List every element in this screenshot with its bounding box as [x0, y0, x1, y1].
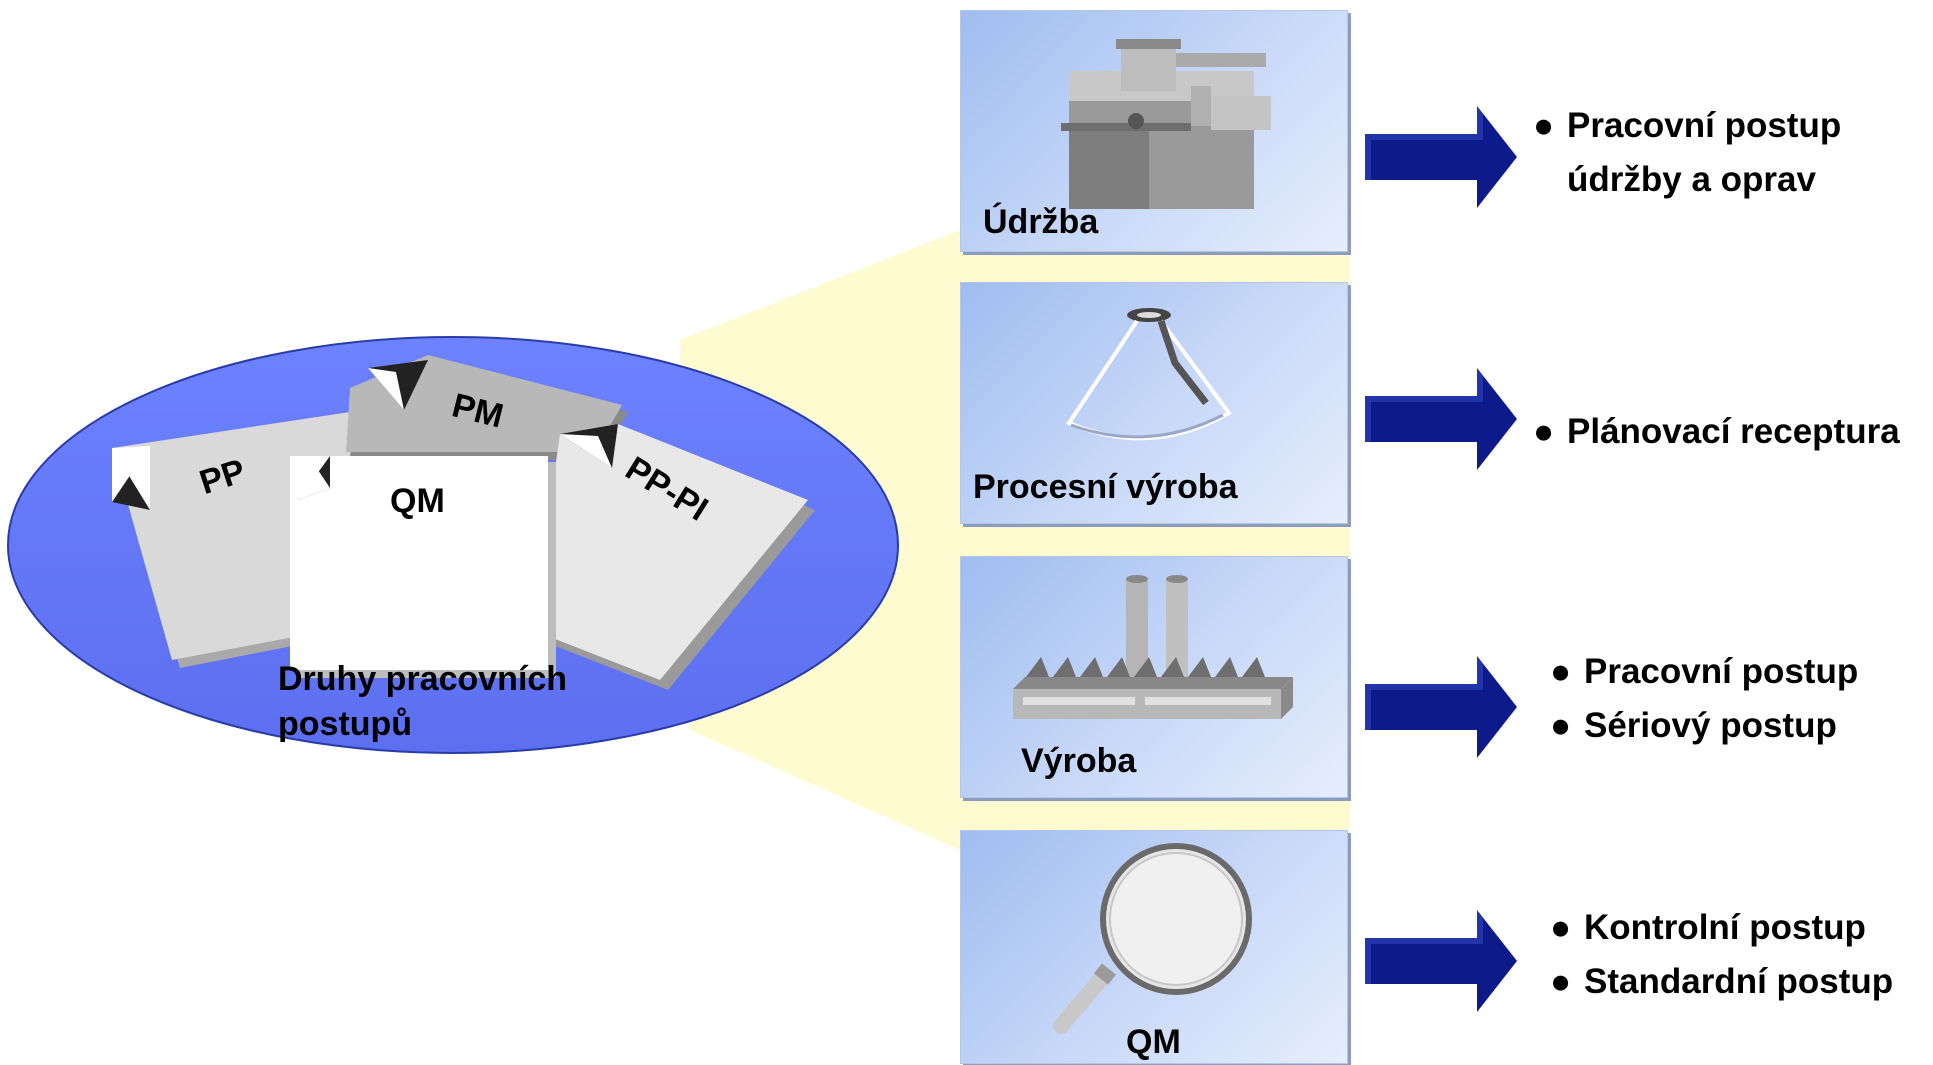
panel-label-maintenance: Údržba: [983, 203, 1099, 241]
arrow-right-icon: [1365, 368, 1517, 470]
result-3-line-1: ●Pracovní postup: [1550, 652, 1859, 691]
result-1-line-2: údržby a oprav: [1567, 160, 1816, 199]
bullet-icon: ●: [1550, 706, 1572, 745]
bullet-icon: ●: [1533, 106, 1555, 145]
document-qm: [290, 456, 556, 678]
document-label-qm: QM: [390, 482, 445, 520]
document-pm: [346, 355, 628, 460]
arrow-right-icon: [1365, 656, 1517, 758]
panel-label-production: Výroba: [1021, 742, 1137, 780]
document-pp-pi: [532, 424, 815, 690]
arrow-right-icon: [1365, 910, 1517, 1012]
ellipse-caption-line2: postupů: [278, 705, 413, 743]
panel-production: Výroba: [960, 556, 1348, 798]
panel-quality-management: QM: [960, 830, 1348, 1064]
factory-icon: [1013, 575, 1293, 719]
machine-icon: [1061, 39, 1271, 209]
bullet-icon: ●: [1550, 962, 1572, 1001]
result-4-line-1: ●Kontrolní postup: [1550, 908, 1866, 947]
result-2-line-1: ●Plánovací receptura: [1533, 412, 1900, 451]
bullet-icon: ●: [1550, 908, 1572, 947]
result-3-line-2: ●Sériový postup: [1550, 706, 1837, 745]
bullet-icon: ●: [1533, 412, 1555, 451]
panel-label-process-manufacturing: Procesní výroba: [973, 468, 1238, 506]
arrow-right-icon: [1365, 106, 1517, 208]
ellipse-caption-line1: Druhy pracovních: [278, 660, 568, 698]
flask-icon: [1065, 308, 1232, 441]
result-1-line-1: ●Pracovní postup: [1533, 106, 1842, 145]
bullet-icon: ●: [1550, 652, 1572, 691]
panel-maintenance: Údržba: [960, 10, 1348, 252]
panel-process-manufacturing: Procesní výroba: [960, 282, 1348, 524]
result-4-line-2: ●Standardní postup: [1550, 962, 1894, 1001]
panel-label-quality-management: QM: [1126, 1023, 1181, 1061]
magnifier-icon: [1053, 843, 1252, 1034]
